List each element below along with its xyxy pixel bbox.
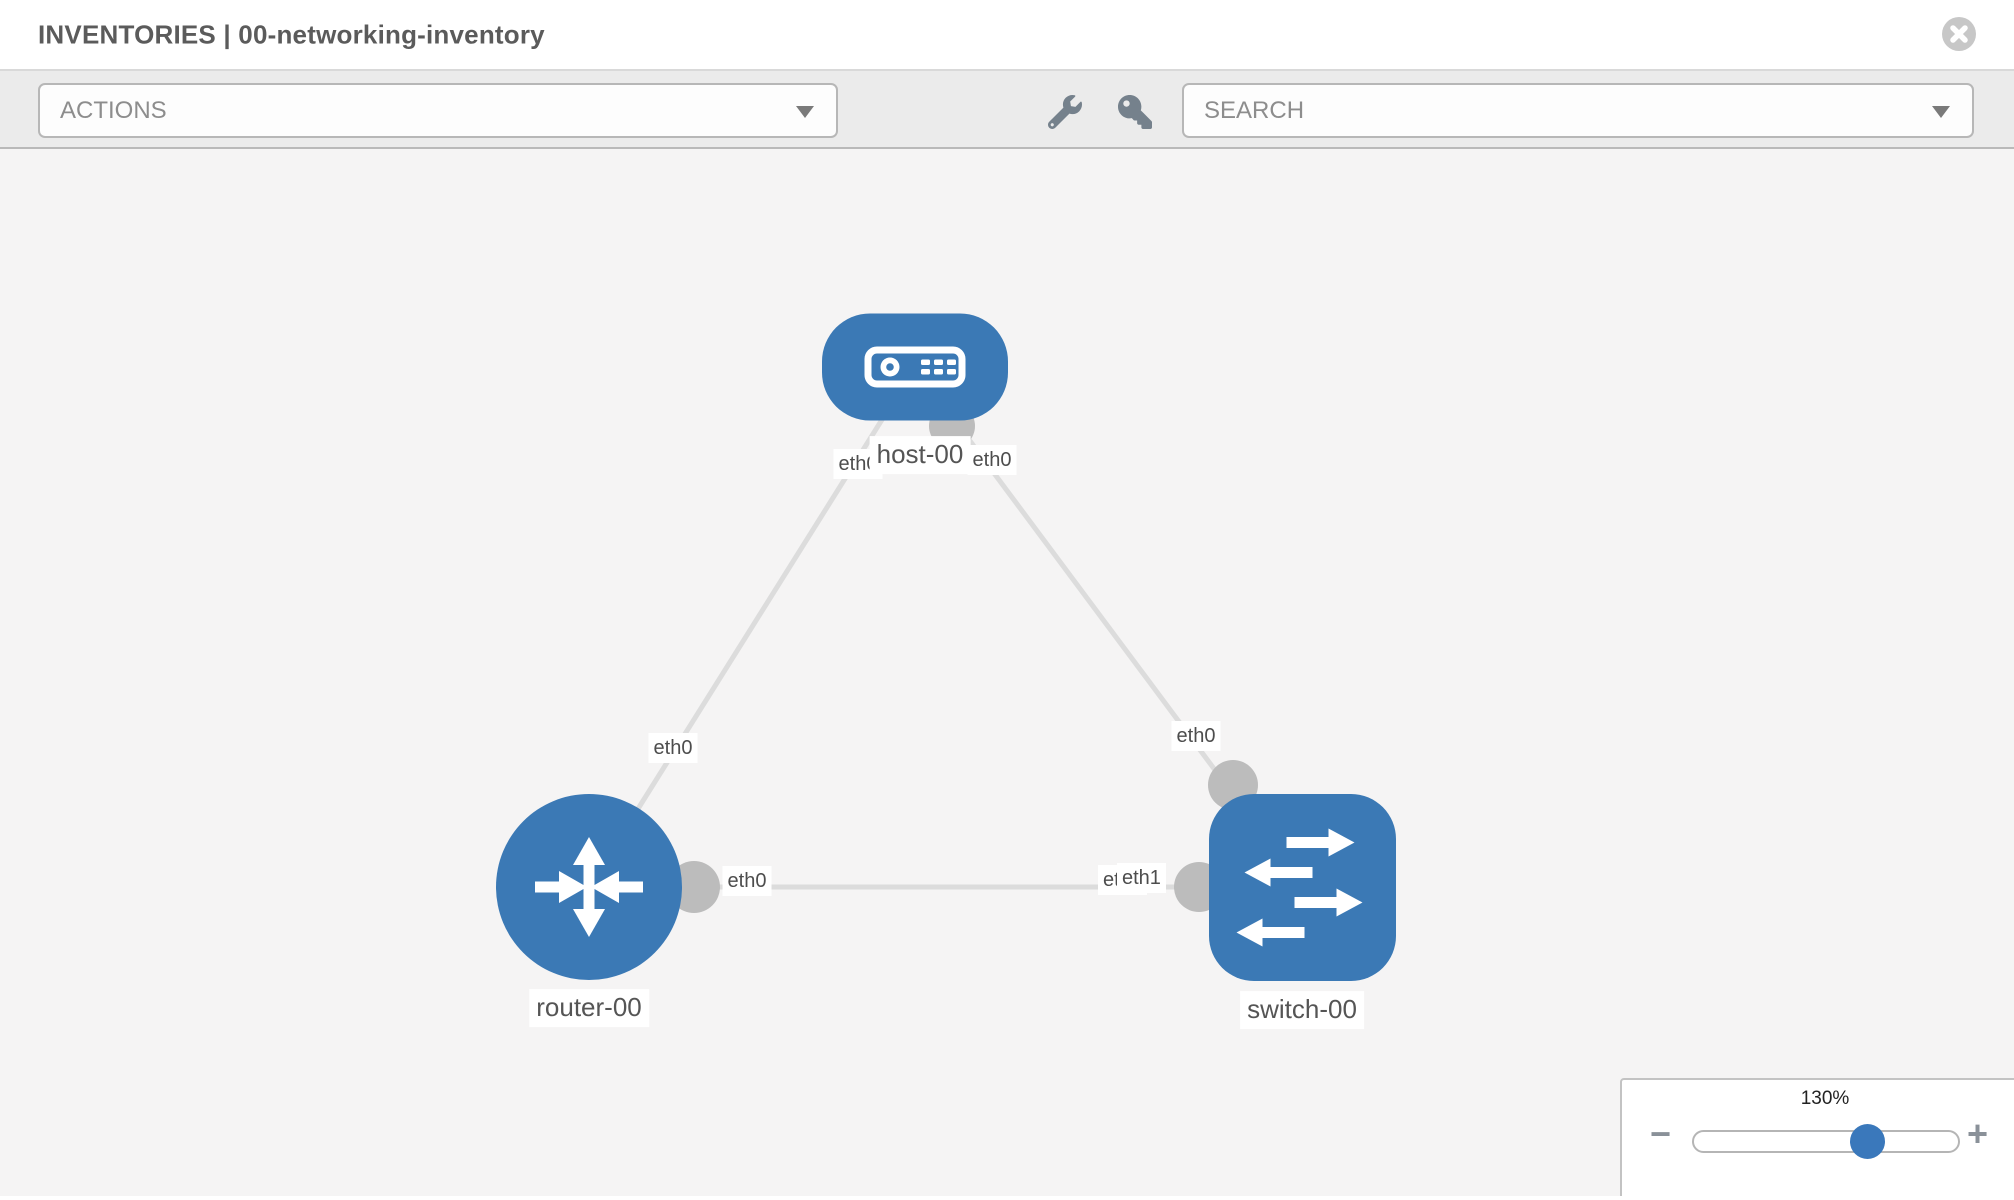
key-icon [1118,94,1152,129]
chevron-down-icon [1932,105,1950,118]
page-header: INVENTORIES | 00-networking-inventory [0,0,2014,71]
zoom-level: 130% [1800,1088,1850,1109]
search-placeholder: SEARCH [1204,96,1305,124]
zoom-out-button[interactable]: − [1650,1113,1672,1154]
credentials-button[interactable] [1116,94,1154,132]
chevron-down-icon [796,105,814,118]
search-dropdown[interactable]: SEARCH [1182,83,1974,138]
actions-dropdown-label: ACTIONS [60,96,167,124]
toolbar: ACTIONS SEARCH [0,71,2014,149]
node-label-host-00: host-00 [869,436,971,474]
close-icon [1942,17,1976,51]
zoom-slider-track[interactable] [1692,1124,1960,1159]
host-icon [864,346,966,388]
interface-label: eth1 [1117,863,1166,893]
tools-button[interactable] [1046,94,1084,132]
node-host-00[interactable] [822,313,1008,421]
interface-label: eth0 [967,445,1017,475]
zoom-in-button[interactable]: + [1967,1113,1989,1154]
zoom-panel: 130% − + [1620,1078,2014,1196]
wrench-icon [1047,94,1082,129]
router-icon [535,837,643,937]
close-button[interactable] [1942,17,1976,51]
topology-canvas[interactable]: eth0 host-00 eth0 eth0 eth0 eth0 eth0 et… [0,149,2014,1196]
node-switch-00[interactable] [1209,794,1396,981]
node-label-switch-00: switch-00 [1240,991,1364,1029]
zoom-slider-thumb[interactable] [1850,1124,1885,1159]
node-label-router-00: router-00 [529,989,649,1027]
interface-label: eth0 [722,866,772,896]
interface-label: eth0 [1171,721,1221,751]
page-title: INVENTORIES | 00-networking-inventory [38,19,545,49]
actions-dropdown[interactable]: ACTIONS [38,83,838,138]
interface-label: eth0 [648,733,698,763]
switch-icon [1236,828,1363,947]
node-router-00[interactable] [496,794,682,980]
